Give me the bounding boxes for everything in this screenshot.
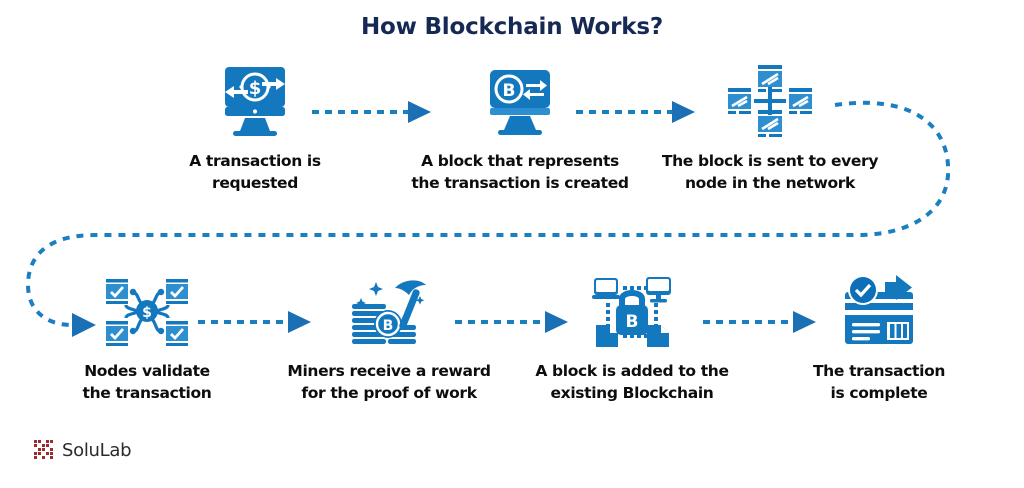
step-2-label-line1: A block that represents xyxy=(421,152,619,170)
step-1-label-line1: A transaction is xyxy=(189,152,321,170)
nodes-validate-checkmarks-icon: $ xyxy=(106,279,188,346)
credit-card-check-complete-icon xyxy=(845,275,913,344)
step-5-label-line2: for the proof of work xyxy=(301,384,477,402)
step-7-label-line1: The transaction xyxy=(812,362,946,380)
step-4-label: Nodes validate the transaction xyxy=(50,360,244,404)
step-2-label: A block that represents the transaction … xyxy=(400,150,640,194)
step-5-label-line1: Miners receive a reward xyxy=(287,362,491,380)
svg-text:B: B xyxy=(383,318,394,334)
step-4-icon-wrap: $ xyxy=(50,272,244,350)
step-3: The block is sent to every node in the n… xyxy=(652,62,888,194)
step-1-icon-wrap: $ xyxy=(155,62,355,140)
step-1: $ A transaction is requested xyxy=(155,62,355,194)
monitor-dollar-exchange-icon: $ xyxy=(225,67,285,136)
step-3-icon-wrap xyxy=(652,62,888,140)
step-5-label: Miners receive a reward for the proof of… xyxy=(278,360,500,404)
svg-text:B: B xyxy=(503,81,516,101)
step-2-icon-wrap: B xyxy=(400,62,640,140)
mining-pickaxe-coins-icon: B xyxy=(352,280,426,344)
brand-logo[interactable]: SoluLab xyxy=(34,440,132,461)
step-6: B A block is added to the existing Block… xyxy=(518,272,746,404)
step-1-label: A transaction is requested xyxy=(155,150,355,194)
step-6-label: A block is added to the existing Blockch… xyxy=(518,360,746,404)
step-7: The transaction is complete xyxy=(780,272,978,404)
step-5-icon-wrap: B xyxy=(278,272,500,350)
monitor-bitcoin-block-icon: B xyxy=(490,70,550,135)
network-nodes-blocks-icon xyxy=(728,65,812,137)
qr-code-mark-icon xyxy=(34,440,53,459)
step-1-label-line2: requested xyxy=(212,174,298,192)
step-2: B A block that represents the transactio… xyxy=(400,62,640,194)
step-7-label-line2: is complete xyxy=(830,384,928,402)
step-7-icon-wrap xyxy=(780,272,978,350)
step-4-label-line2: the transaction xyxy=(82,384,212,402)
step-6-icon-wrap: B xyxy=(518,272,746,350)
step-3-label-line1: The block is sent to every xyxy=(661,152,879,170)
step-3-label: The block is sent to every node in the n… xyxy=(652,150,888,194)
bitcoin-padlock-network-icon: B xyxy=(592,277,671,347)
step-5: B Miners receive a reward for the proof … xyxy=(278,272,500,404)
step-4-label-line1: Nodes validate xyxy=(84,362,210,380)
step-6-label-line2: existing Blockchain xyxy=(550,384,714,402)
step-7-label: The transaction is complete xyxy=(780,360,978,404)
page-title: How Blockchain Works? xyxy=(360,14,664,40)
step-6-label-line1: A block is added to the xyxy=(535,362,729,380)
step-4: $ xyxy=(50,272,244,404)
svg-text:B: B xyxy=(626,312,639,332)
svg-text:$: $ xyxy=(249,78,262,99)
step-3-label-line2: node in the network xyxy=(684,174,855,192)
svg-text:$: $ xyxy=(142,305,152,321)
brand-logo-text: SoluLab xyxy=(62,440,132,461)
step-2-label-line2: the transaction is created xyxy=(411,174,629,192)
